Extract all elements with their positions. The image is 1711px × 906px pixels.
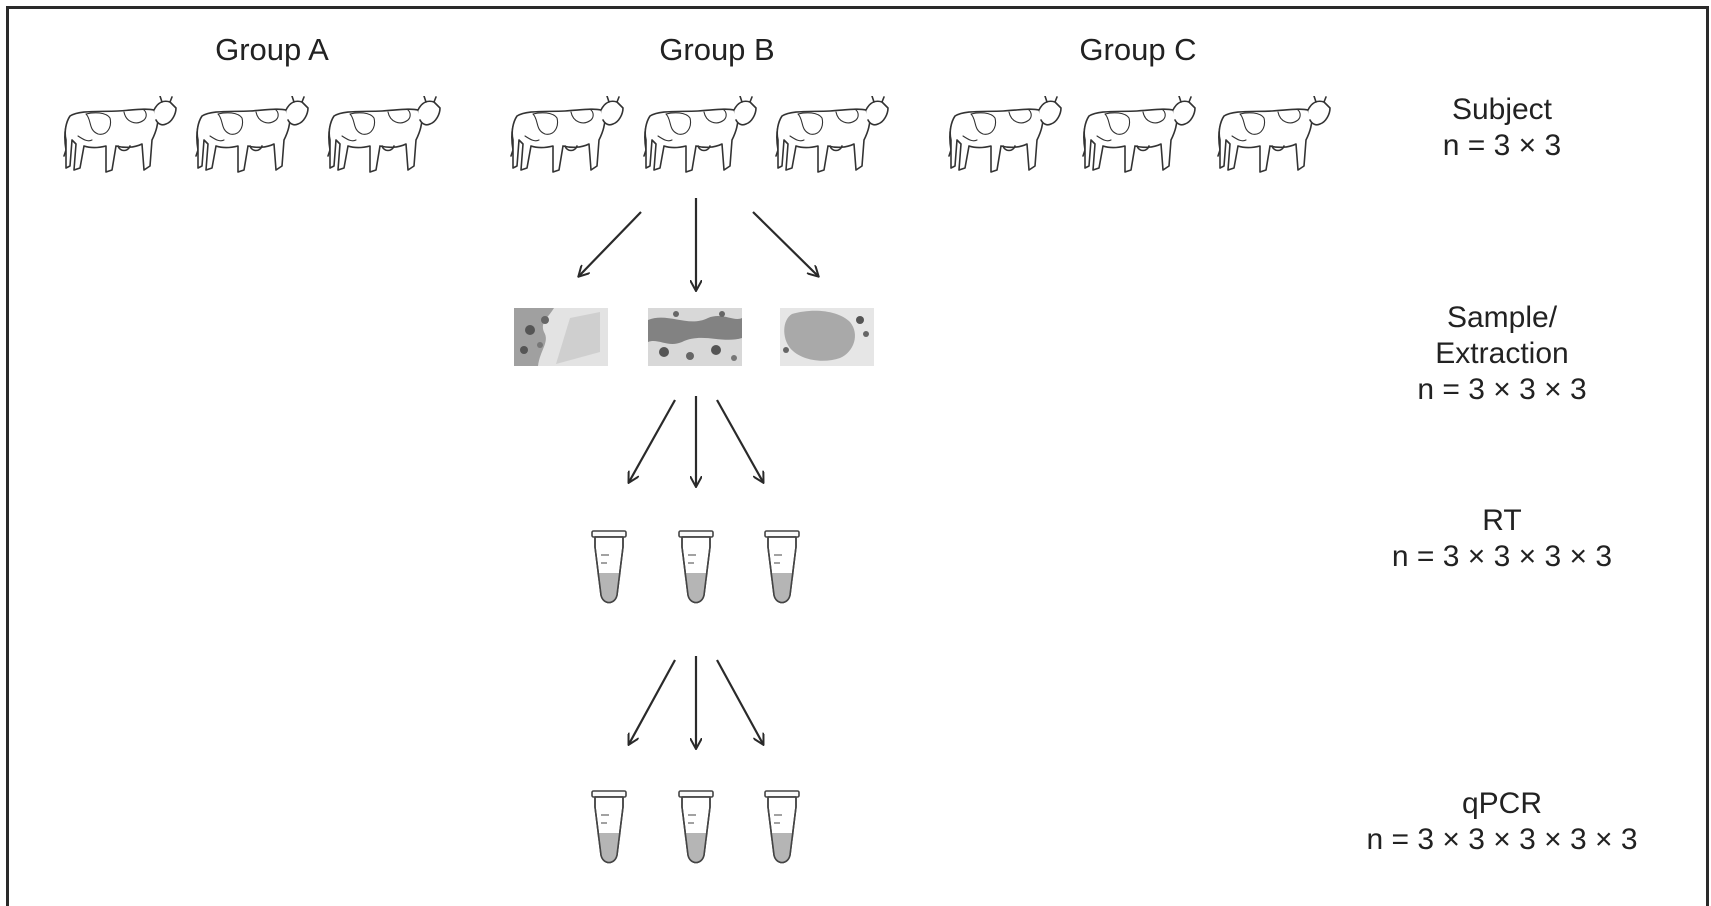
stage-subject-title: Subject [1451,93,1553,126]
group-c-label: Group C [1079,32,1197,67]
cow-icon [643,96,757,173]
tissue-sample-icon [780,308,874,366]
group-a-label: Group A [215,32,329,67]
arrow-icon [752,211,818,276]
stage-rt-count: n = 3 × 3 × 3 × 3 [1391,540,1613,573]
stage-qpcr-label: qPCR n = 3 × 3 × 3 × 3 × 3 [1292,786,1711,858]
arrow-icon [716,659,763,744]
stage-sample-count: n = 3 × 3 × 3 [1417,373,1587,406]
stage-qpcr-count: n = 3 × 3 × 3 × 3 × 3 [1366,823,1638,856]
tube-icon [591,790,627,864]
stage-sample-title: Sample/ [1446,301,1558,334]
cow-icon [948,96,1062,173]
stage-rt-label: RT n = 3 × 3 × 3 × 3 [1292,503,1711,575]
group-b-label: Group B [659,32,775,67]
stage-rt-title: RT [1482,504,1522,537]
tube-icon [678,790,714,864]
cow-icon [1217,96,1331,173]
tube-icon [764,530,800,604]
tissue-sample-icon [648,308,742,366]
tube-icon [591,530,627,604]
tissue-sample-icon [514,308,608,366]
stage-subject-label: Subject n = 3 × 3 [1292,92,1711,164]
tube-icon [764,790,800,864]
cow-icon [510,96,624,173]
cow-icon [775,96,889,173]
arrow-icon [629,659,676,744]
cow-icon [1082,96,1196,173]
arrow-icon [716,399,763,482]
arrow-icon [579,211,642,276]
tube-icon [678,530,714,604]
stage-sample-label: Sample/ Extraction n = 3 × 3 × 3 [1292,300,1711,408]
cow-icon [63,96,177,173]
stage-subject-count: n = 3 × 3 [1442,129,1562,162]
diagram-frame [6,6,1709,906]
arrow-icon [629,399,676,482]
stage-qpcr-title: qPCR [1461,787,1543,820]
cow-icon [195,96,309,173]
stage-sample-title2: Extraction [1435,337,1569,370]
cow-icon [327,96,441,173]
